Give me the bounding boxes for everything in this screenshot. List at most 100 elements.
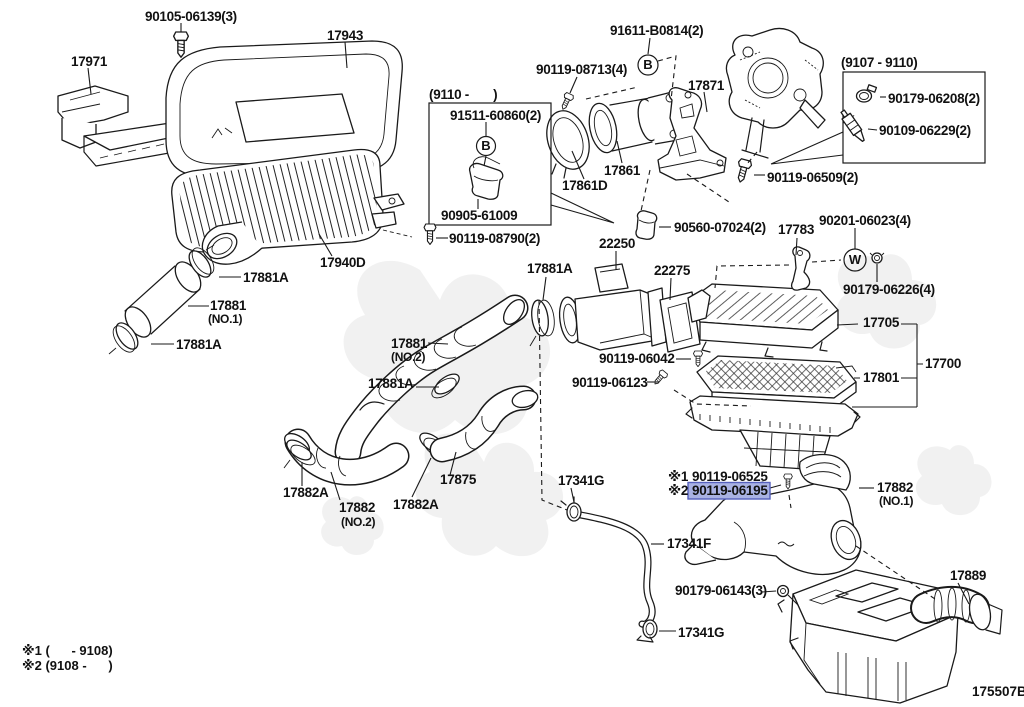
valve-90905-drawing: [468, 156, 504, 200]
part-label-17783[interactable]: 17783: [778, 222, 815, 237]
part-label-91511-60860[interactable]: 91511-60860(2): [450, 108, 541, 123]
part-sublabel-no1: (NO.1): [208, 312, 243, 326]
part-label-17861[interactable]: 17861: [604, 163, 641, 178]
hose-17881-no1-drawing: [108, 244, 215, 355]
clamp-17881A-top-drawing: [529, 299, 555, 347]
part-sublabel-no2b: (NO.2): [341, 515, 376, 529]
throttle-body-drawing: [725, 27, 826, 159]
symbol-circle-b: [637, 54, 659, 76]
part-label-17881A-1[interactable]: 17881A: [243, 270, 289, 285]
part-label-90105-06139[interactable]: 90105-06139(3): [145, 9, 237, 24]
bolt-90119-06123: [651, 368, 669, 388]
callout-caption-9107-9110: (9107 - 9110): [841, 55, 917, 70]
nut-90179-06226-drawing: [869, 252, 885, 264]
vent-hose-17341F-drawing: [572, 510, 656, 628]
callout-box-9107-9110: [840, 71, 986, 164]
part-label-90119-06123[interactable]: 90119-06123: [572, 375, 649, 390]
part-label-17882-no2[interactable]: 17882: [339, 500, 375, 515]
part-label-17882A-1[interactable]: 17882A: [283, 485, 329, 500]
part-label-17341G-2[interactable]: 17341G: [678, 625, 725, 640]
leader-lines: [87, 23, 970, 632]
part-label-90119-08713[interactable]: 90119-08713(4): [536, 62, 627, 77]
air-cleaner-inlet-17889-drawing: [777, 569, 1003, 704]
part-label-90119-06042[interactable]: 90119-06042: [599, 351, 675, 366]
figure-code: 175507B: [972, 684, 1024, 699]
part-label-90905-61009[interactable]: 90905-61009: [441, 208, 518, 223]
hose-17875-drawing: [429, 385, 539, 463]
part-label-90179-06208[interactable]: 90179-06208(2): [888, 91, 980, 106]
hose-17882-no2-drawing: [283, 428, 449, 486]
clamp-17341G-2-drawing: [636, 619, 658, 643]
airflow-meter-22250-drawing: [529, 263, 667, 351]
part-label-90179-06226[interactable]: 90179-06226(4): [843, 282, 935, 297]
part-label-17871[interactable]: 17871: [688, 78, 725, 93]
part-label-17881A-top[interactable]: 17881A: [527, 261, 573, 276]
callout-box-9110: [428, 102, 552, 226]
part-sublabel-no2a: (NO.2): [391, 350, 426, 364]
part-label-90109-06229[interactable]: 90109-06229(2): [879, 123, 971, 138]
part-label-17861D[interactable]: 17861D: [562, 178, 608, 193]
bracket-17783-drawing: [791, 246, 811, 291]
part-label-17881-no2[interactable]: 17881: [391, 336, 428, 351]
air-cleaner-cover-17943-drawing: [165, 40, 403, 178]
air-duct-17882-no1-drawing: [684, 453, 862, 576]
symbol-letter-w: W: [849, 252, 862, 267]
part-label-90201-06023[interactable]: 90201-06023(4): [819, 213, 911, 228]
note-prefix-1: ※1: [668, 469, 689, 484]
part-label-17881-no1[interactable]: 17881: [210, 298, 247, 313]
selected-part-highlight[interactable]: [687, 481, 771, 500]
bolt-90119-08790: [423, 223, 437, 245]
part-label-90119-08790[interactable]: 90119-08790(2): [449, 231, 540, 246]
note-prefix-2: ※2: [668, 483, 688, 498]
part-label-17882A-2[interactable]: 17882A: [393, 497, 439, 512]
bolt-90119-06195: [783, 473, 793, 490]
part-label-17875[interactable]: 17875: [440, 472, 477, 487]
part-label-17341F[interactable]: 17341F: [667, 536, 711, 551]
legend-note-2: ※2 (9108 - ): [22, 658, 113, 673]
part-label-17341G-1[interactable]: 17341G: [558, 473, 605, 488]
dashed-assembly-lines: [538, 55, 939, 602]
bolt-90119-06509: [733, 157, 754, 185]
part-label-90119-06195[interactable]: 90119-06195: [692, 483, 769, 498]
part-label-17700[interactable]: 17700: [925, 356, 961, 371]
grommet-90560-drawing: [635, 210, 658, 240]
symbol-letter-b-1: B: [481, 138, 490, 153]
bolt-90105-06139: [172, 31, 190, 58]
stay-17940D-mount-drawing: [382, 229, 413, 238]
clamp-17861D-drawing: [546, 110, 590, 179]
part-sublabel-no1b: (NO.1): [879, 494, 914, 508]
part-label-90119-06525[interactable]: 90119-06525: [692, 469, 769, 484]
part-label-17882-no1[interactable]: 17882: [877, 480, 913, 495]
clamp-17341G-1-drawing: [560, 496, 582, 522]
inlet-bellows-drawing: [910, 586, 1003, 635]
clamp-17882A-1-drawing: [283, 439, 316, 469]
part-label-17889[interactable]: 17889: [950, 568, 986, 583]
hose-17881-no2-drawing: [334, 294, 529, 466]
part-label-17881A-3[interactable]: 17881A: [368, 376, 414, 391]
legend-note-1: ※1 ( - 9108): [22, 643, 113, 658]
nut-90179-06143-drawing: [776, 584, 790, 598]
part-label-22275[interactable]: 22275: [654, 263, 691, 278]
part-label-90119-06509[interactable]: 90119-06509(2): [767, 170, 858, 185]
air-cleaner-cap-drawing: [687, 283, 839, 358]
part-label-91611-B0814[interactable]: 91611-B0814(2): [610, 23, 704, 38]
part-label-17971[interactable]: 17971: [71, 54, 108, 69]
clamp-17881A-1-drawing: [188, 244, 215, 278]
clamp-17881A-3-drawing: [431, 373, 460, 399]
part-label-90179-06143[interactable]: 90179-06143(3): [675, 583, 767, 598]
bracket-17871-drawing: [657, 87, 727, 181]
intake-pipe-17861-drawing: [546, 91, 681, 179]
part-label-22250[interactable]: 22250: [599, 236, 635, 251]
part-label-17705[interactable]: 17705: [863, 315, 900, 330]
part-label-17881A-2[interactable]: 17881A: [176, 337, 222, 352]
part-label-17801[interactable]: 17801: [863, 370, 900, 385]
part-label-17940D[interactable]: 17940D: [320, 255, 366, 270]
part-label-17943[interactable]: 17943: [327, 28, 364, 43]
valve-90109-06229-drawing: [840, 109, 865, 142]
bolt-90119-06042: [693, 350, 703, 368]
symbol-letter-b-2: B: [643, 57, 652, 72]
part-label-90560-07024[interactable]: 90560-07024(2): [674, 220, 766, 235]
resonator-hose-17940D-drawing: [171, 148, 405, 265]
